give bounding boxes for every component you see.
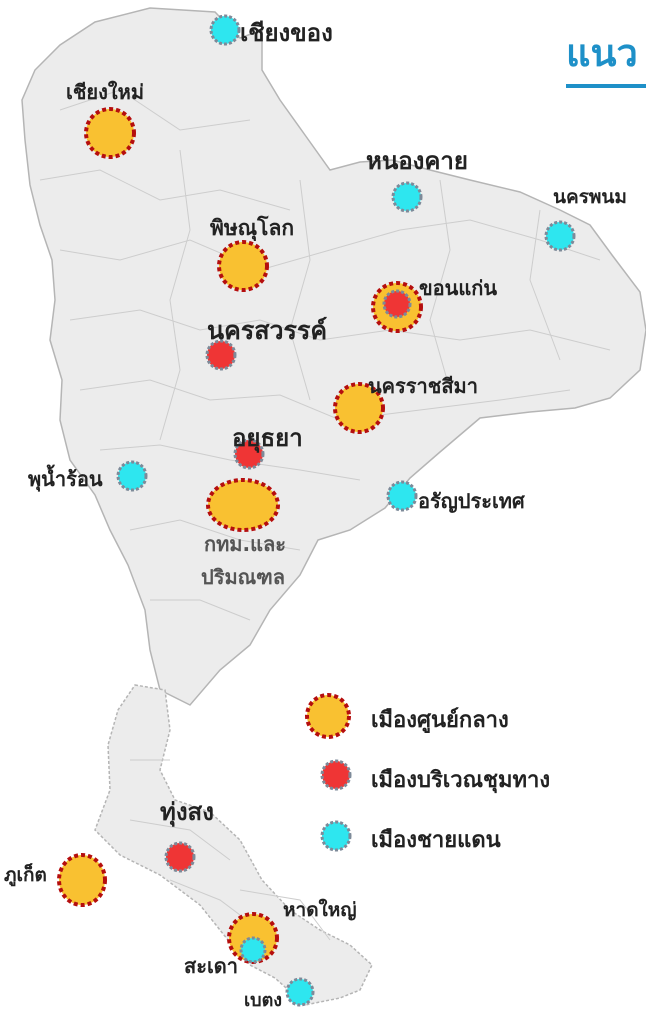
label-phitsanulok: พิษณุโลก [210,216,295,240]
marker-phitsanulok[interactable] [217,240,269,292]
label-thung-song: ทุ่งสง [160,798,214,826]
marker-bangkok[interactable] [206,478,280,532]
southern-region [94,684,373,1006]
label-sadao: สะเดา [184,954,239,978]
label-chiang-mai: เชียงใหม่ [66,80,145,104]
marker-nakhon-ratchasima[interactable] [333,382,385,434]
marker-nong-khai[interactable] [391,181,423,213]
label-bangkok-line2: ปริมณฑล [201,565,286,589]
label-nakhon-sawan: นครสวรรค์ [207,316,328,345]
marker-ayutthaya[interactable] [233,438,265,470]
province-lines [39,89,611,941]
label-nakhon-phanom: นครพนม [553,186,627,208]
marker-chiang-mai[interactable] [84,107,136,159]
marker-betong[interactable] [285,977,315,1007]
marker-aranyaprathet[interactable] [386,480,418,512]
label-phuket: ภูเก็ต [4,864,47,886]
legend-junction-symbol [320,759,352,791]
label-khon-kaen: ขอนแก่น [419,276,498,300]
marker-sadao[interactable] [239,936,267,964]
marker-nakhon-phanom[interactable] [544,220,576,252]
legend-hub-label: เมืองศูนย์กลาง [371,708,509,733]
legend-border-label: เมืองชายแดน [371,828,501,853]
label-betong: เบตง [244,990,283,1011]
label-ayutthaya: อยุธยา [232,424,303,452]
page-title: แนว [566,31,638,75]
marker-chiang-khong[interactable] [209,14,241,46]
marker-thung-song[interactable] [164,841,196,873]
marker-phuket[interactable] [57,853,107,907]
legend-border-symbol [320,820,352,852]
label-bangkok-line1: กทม.และ [204,532,286,556]
label-nong-khai: หนองคาย [366,147,468,175]
marker-nakhon-sawan[interactable] [205,339,237,371]
label-phu-nam-ron: พุน้ำร้อน [28,467,103,491]
marker-khon-kaen-junction[interactable] [382,289,412,319]
label-nakhon-ratchasima: นครราชสีมา [368,374,478,398]
label-chiang-khong: เชียงของ [240,19,333,47]
legend-junction-label: เมืองบริเวณชุมทาง [371,768,551,793]
title-underline [566,84,646,88]
marker-phu-nam-ron[interactable] [116,460,148,492]
legend-hub-symbol [305,693,351,739]
north-central-region [21,7,646,706]
label-hat-yai: หาดใหญ่ [283,899,357,921]
label-aranyaprathet: อรัญประเทศ [418,489,525,513]
